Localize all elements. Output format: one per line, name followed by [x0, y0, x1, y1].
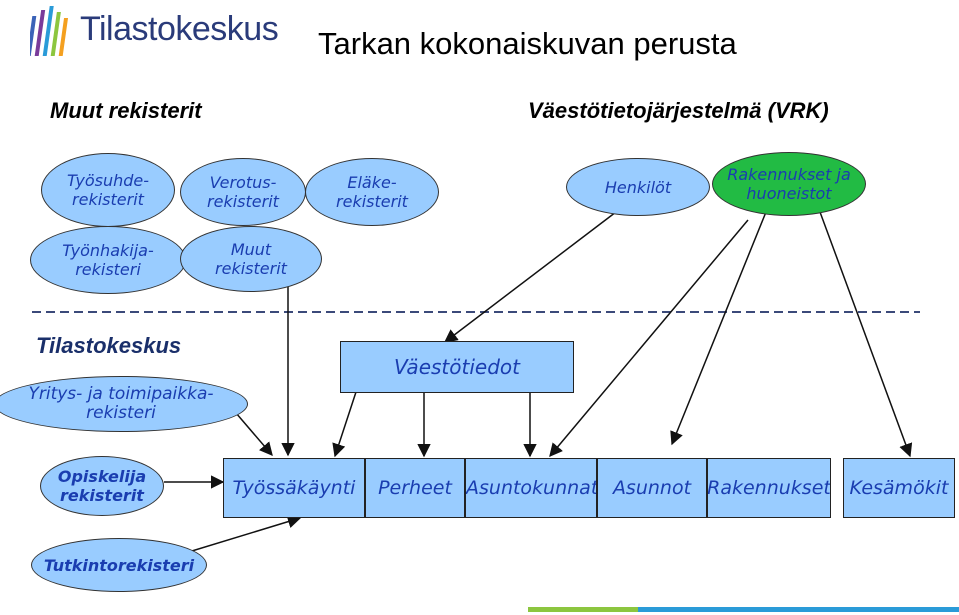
arrow-rakennukset-to-asuntokunnat — [549, 219, 749, 458]
output-asuntokunnat: Asuntokunnat — [465, 458, 597, 518]
page-title: Tarkan kokonaiskuvan perusta — [318, 26, 737, 61]
tyonhakija-register: Työnhakija- rekisteri — [30, 226, 186, 294]
elake-register: Eläke- rekisterit — [305, 158, 439, 226]
henkilot-ellipse: Henkilöt — [566, 158, 710, 216]
logo-icon — [30, 6, 69, 56]
tutkinto-register: Tutkintorekisteri — [31, 538, 207, 592]
left-heading: Muut rekisterit — [50, 98, 202, 123]
verotus-register: Verotus- rekisterit — [180, 158, 306, 226]
opiskelija-register: Opiskelija rekisterit — [40, 456, 164, 516]
output-asunnot: Asunnot — [597, 458, 707, 518]
logo-text: Tilastokeskus — [80, 10, 279, 48]
bottom-accent-bar — [528, 607, 959, 612]
yritys-register: Yritys- ja toimipaikka- rekisteri — [0, 376, 248, 432]
arrow-tutkinto-to-tyossakaynti — [181, 515, 302, 555]
arrow-yritys-to-tyossakaynti — [235, 412, 273, 457]
muut-register: Muut rekisterit — [180, 226, 322, 292]
output-kesamokit: Kesämökit — [843, 458, 955, 518]
arrow-vaesto-1 — [332, 391, 357, 458]
output-rakennukset: Rakennukset — [707, 458, 831, 518]
arrow-henkilot-to-vaestotiedot — [443, 211, 617, 343]
output-tyossakaynti: Työssäkäynti — [223, 458, 365, 518]
arrow-rakennukset-to-kesamokit — [819, 211, 913, 458]
right-heading: Väestötietojärjestelmä (VRK) — [528, 98, 829, 123]
vaestotiedot-box: Väestötiedot — [340, 341, 574, 393]
tilastokeskus-label: Tilastokeskus — [36, 333, 182, 358]
output-perheet: Perheet — [365, 458, 465, 518]
tyosuhde-register: Työsuhde- rekisterit — [41, 153, 175, 227]
rakennukset-huoneistot-ellipse: Rakennukset ja huoneistot — [712, 152, 866, 216]
arrow-rakennukset-to-asunnot — [670, 211, 767, 446]
